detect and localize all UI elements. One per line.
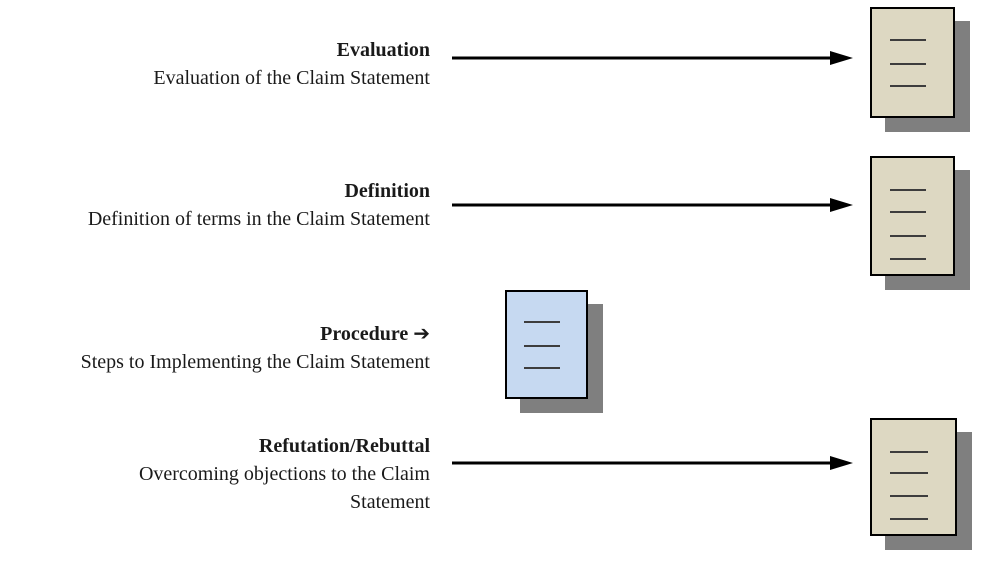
document-icon (870, 418, 957, 536)
row-refutation-label: Refutation/Rebuttal (258, 435, 430, 457)
row-definition-description: Definition of terms in the Claim Stateme… (87, 208, 430, 230)
right-arrow-connector (452, 51, 853, 65)
document-text-line (890, 495, 928, 498)
row-procedure-label: Procedure ➔ (0, 319, 430, 348)
document-text-line (890, 472, 928, 475)
row-definition-text: Definition Definition of terms in the Cl… (0, 177, 430, 233)
document-text-line (889, 211, 927, 214)
document-text-line (889, 38, 927, 41)
document-text-line (889, 84, 927, 87)
document-text-line (889, 189, 927, 192)
row-procedure-text: Procedure ➔ Steps to Implementing the Cl… (0, 319, 430, 376)
document-text-line (889, 234, 927, 237)
row-procedure-description: Steps to Implementing the Claim Statemen… (80, 351, 430, 373)
row-refutation-text: Refutation/Rebuttal Overcoming objection… (0, 432, 430, 516)
row-refutation-description: Overcoming objections to the Claim State… (138, 463, 430, 513)
document-text-line (890, 518, 928, 521)
row-procedure-label-text: Procedure (320, 323, 409, 345)
document-text-line (890, 450, 928, 453)
row-definition-label: Definition (344, 180, 430, 202)
document-text-line (889, 62, 927, 65)
right-arrow-connector (452, 198, 853, 212)
row-evaluation-description: Evaluation of the Claim Statement (153, 67, 430, 89)
document-icon (870, 156, 955, 276)
document-icon (870, 7, 955, 118)
document-icon (505, 290, 588, 399)
row-evaluation-text: Evaluation Evaluation of the Claim State… (0, 36, 430, 92)
row-evaluation-label: Evaluation (336, 39, 430, 61)
right-arrow-connector (452, 456, 853, 470)
document-text-line (524, 366, 560, 369)
document-text-line (524, 344, 560, 347)
document-text-line (524, 321, 560, 324)
right-arrow-icon: ➔ (413, 321, 430, 345)
document-text-line (889, 257, 927, 260)
